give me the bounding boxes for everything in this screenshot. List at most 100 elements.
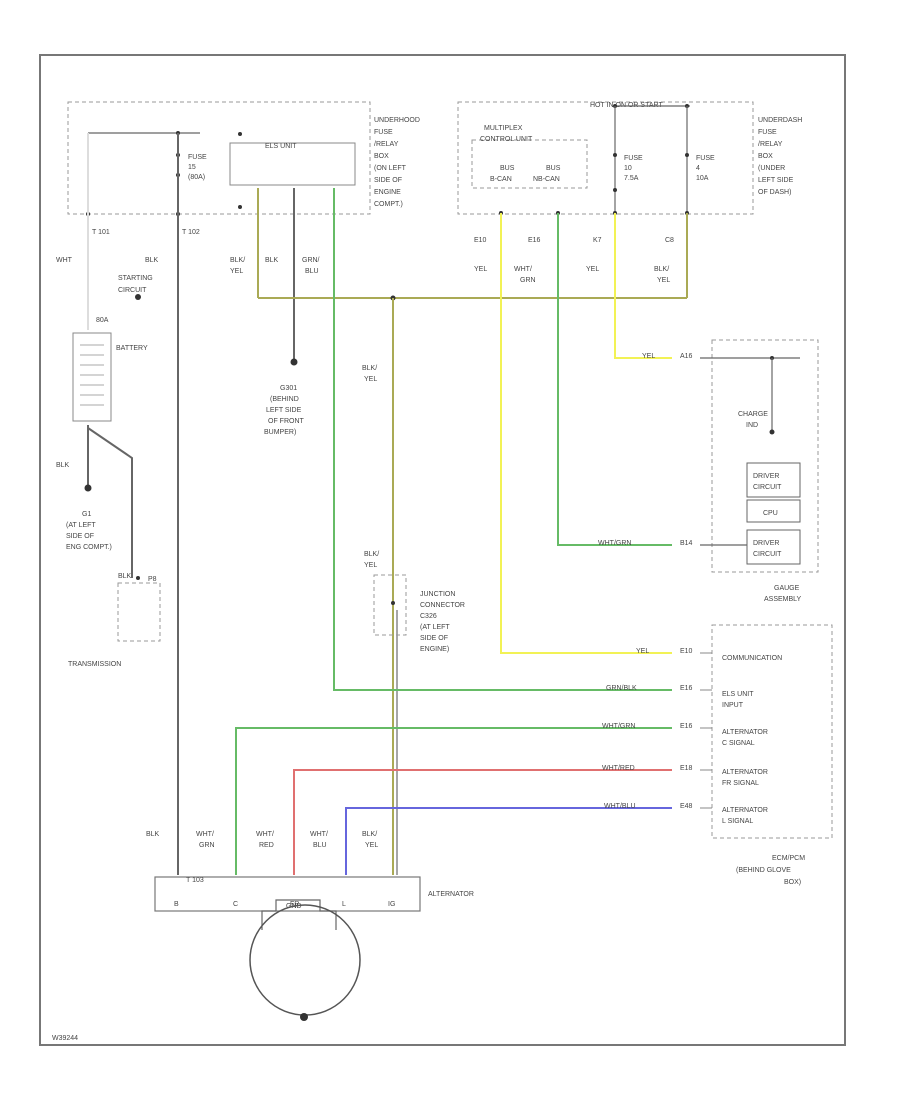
svg-text:CONTROL UNIT: CONTROL UNIT <box>480 136 533 143</box>
yel-charge-wire <box>614 213 672 359</box>
svg-text:4: 4 <box>696 165 700 172</box>
ecm-row-1: GRN/BLK E16 ELS UNIT INPUT <box>606 685 754 709</box>
multiplex-control-unit <box>471 139 588 189</box>
svg-text:BLK/: BLK/ <box>230 257 245 264</box>
svg-text:ASSEMBLY: ASSEMBLY <box>764 596 802 603</box>
grn-blk-wire <box>333 188 672 691</box>
svg-text:BLK: BLK <box>265 257 279 264</box>
svg-text:YEL: YEL <box>364 376 377 383</box>
svg-text:B14: B14 <box>680 540 693 547</box>
svg-text:BLK: BLK <box>146 831 160 838</box>
svg-text:FR: FR <box>290 901 299 908</box>
alt-wht-blu-wire <box>345 807 672 875</box>
svg-text:/RELAY: /RELAY <box>758 141 783 148</box>
svg-text:DRIVER: DRIVER <box>753 473 779 480</box>
svg-text:ECM/PCM: ECM/PCM <box>772 855 805 862</box>
fuse-10-label: FUSE <box>624 155 643 162</box>
svg-text:YEL: YEL <box>642 353 655 360</box>
svg-text:7.5A: 7.5A <box>624 175 639 182</box>
svg-text:LEFT SIDE: LEFT SIDE <box>758 177 794 184</box>
underdash-box-label: UNDERDASH FUSE /RELAY BOX (UNDER LEFT SI… <box>758 117 802 196</box>
svg-text:BOX: BOX <box>374 153 389 160</box>
els-unit-label: ELS UNIT <box>265 143 297 150</box>
svg-text:YEL: YEL <box>657 277 670 284</box>
g301-ground-icon <box>290 358 298 366</box>
svg-text:C SIGNAL: C SIGNAL <box>722 740 755 747</box>
svg-text:SIDE OF: SIDE OF <box>420 635 448 642</box>
svg-text:FR SIGNAL: FR SIGNAL <box>722 780 759 787</box>
svg-text:ALTERNATOR: ALTERNATOR <box>722 729 768 736</box>
svg-text:A16: A16 <box>680 353 693 360</box>
svg-text:UNDERDASH: UNDERDASH <box>758 117 802 124</box>
svg-text:DRIVER: DRIVER <box>753 540 779 547</box>
alternator-label: ALTERNATOR <box>428 891 474 898</box>
svg-text:COMMUNICATION: COMMUNICATION <box>722 655 782 662</box>
ecm-row-3: WHT/RED E18 ALTERNATOR FR SIGNAL <box>602 765 768 787</box>
svg-text:G1: G1 <box>82 511 91 518</box>
svg-text:(80A): (80A) <box>188 174 205 181</box>
svg-text:BUMPER): BUMPER) <box>264 429 296 436</box>
svg-text:BUS: BUS <box>546 165 561 172</box>
g1-ground-icon <box>84 484 92 492</box>
svg-text:E16: E16 <box>680 685 693 692</box>
transmission-box <box>117 582 161 642</box>
svg-text:YEL: YEL <box>365 842 378 849</box>
svg-text:BLK/: BLK/ <box>654 266 669 273</box>
svg-text:WHT/GRN: WHT/GRN <box>598 540 631 547</box>
svg-text:GRN/: GRN/ <box>302 257 320 264</box>
alt-wht-red-wire <box>293 769 672 875</box>
svg-text:UNDERHOOD: UNDERHOOD <box>374 117 420 124</box>
svg-text:BLK/: BLK/ <box>362 365 377 372</box>
wht-grn-gauge-wire <box>557 213 672 546</box>
svg-text:(UNDER: (UNDER <box>758 165 785 172</box>
svg-text:FUSE: FUSE <box>758 129 777 136</box>
svg-text:OF FRONT: OF FRONT <box>268 418 304 425</box>
svg-text:CIRCUIT: CIRCUIT <box>118 287 147 294</box>
svg-text:YEL: YEL <box>586 266 599 273</box>
svg-text:T 103: T 103 <box>186 877 204 884</box>
svg-text:CPU: CPU <box>763 510 778 517</box>
svg-text:WHT/RED: WHT/RED <box>602 765 635 772</box>
svg-text:FUSE: FUSE <box>374 129 393 136</box>
svg-text:(BEHIND GLOVE: (BEHIND GLOVE <box>736 867 791 874</box>
battery-cells-icon <box>80 344 104 406</box>
svg-text:(ON LEFT: (ON LEFT <box>374 165 407 172</box>
underdash-box <box>457 101 754 215</box>
battery <box>72 332 112 422</box>
svg-text:MULTIPLEX: MULTIPLEX <box>484 125 523 132</box>
svg-text:B: B <box>174 901 179 908</box>
outer-frame <box>39 54 846 1046</box>
underhood-box-label: UNDERHOOD FUSE /RELAY BOX (ON LEFT SIDE … <box>374 117 420 208</box>
driver-circuit-1 <box>746 462 801 498</box>
fuse-4-label: FUSE <box>696 155 715 162</box>
svg-text:SIDE OF: SIDE OF <box>374 177 402 184</box>
alternator-connector <box>154 876 421 912</box>
svg-text:80A: 80A <box>96 317 109 324</box>
trans-wire <box>87 427 133 578</box>
svg-text:IND: IND <box>746 422 758 429</box>
ecm-row-2: WHT/GRN E16 ALTERNATOR C SIGNAL <box>602 723 768 747</box>
svg-text:C8: C8 <box>665 237 674 244</box>
ecm-row-4: WHT/BLU E48 ALTERNATOR L SIGNAL <box>604 803 768 825</box>
alternator-ground-icon <box>300 1013 308 1021</box>
svg-text:LEFT SIDE: LEFT SIDE <box>266 407 302 414</box>
svg-text:WHT/BLU: WHT/BLU <box>604 803 636 810</box>
svg-text:IG: IG <box>388 901 395 908</box>
svg-text:ALTERNATOR: ALTERNATOR <box>722 769 768 776</box>
wire-labels-top: WHT BLK BLK/ YEL BLK GRN/ BLU YEL WHT/ G… <box>56 257 670 284</box>
svg-text:ENGINE): ENGINE) <box>420 646 449 653</box>
svg-text:(BEHIND: (BEHIND <box>270 396 299 403</box>
yel-communication-wire <box>500 213 672 654</box>
alternator-terminals: B C FR L IG <box>174 901 395 908</box>
svg-text:C326: C326 <box>420 613 437 620</box>
svg-text:BLK/: BLK/ <box>364 551 379 558</box>
svg-text:WHT/: WHT/ <box>514 266 532 273</box>
svg-text:L SIGNAL: L SIGNAL <box>722 818 753 825</box>
svg-text:YEL: YEL <box>474 266 487 273</box>
svg-text:INPUT: INPUT <box>722 702 744 709</box>
svg-text:(AT LEFT: (AT LEFT <box>66 522 96 529</box>
svg-text:YEL: YEL <box>636 648 649 655</box>
battery-label: BATTERY <box>116 345 148 352</box>
junction-label: JUNCTION CONNECTOR C326 (AT LEFT SIDE OF… <box>420 591 465 653</box>
svg-text:BUS: BUS <box>500 165 515 172</box>
